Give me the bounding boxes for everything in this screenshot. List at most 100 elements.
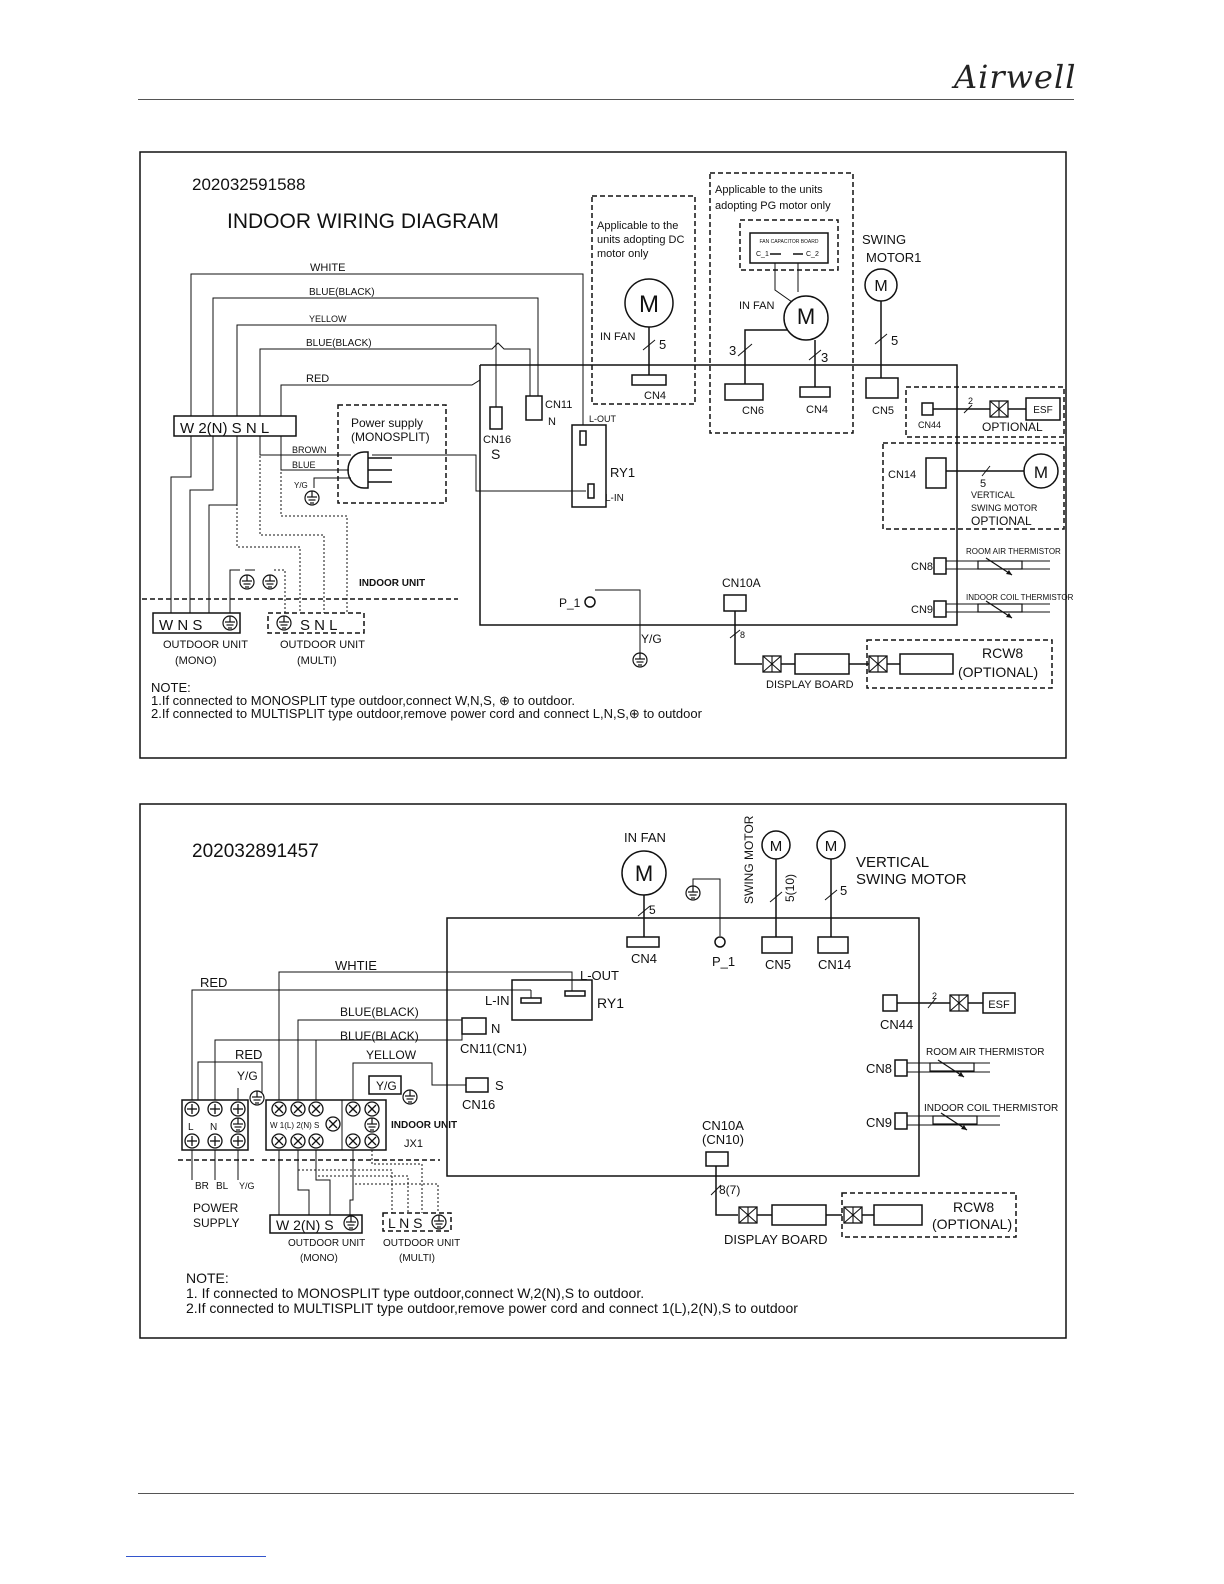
- svg-text:BLUE(BLACK): BLUE(BLACK): [340, 1005, 419, 1019]
- svg-text:WHTIE: WHTIE: [335, 958, 377, 973]
- cn16-connector-2: [465, 1077, 489, 1093]
- svg-text:S: S: [491, 446, 500, 462]
- svg-text:OUTDOOR UNIT: OUTDOOR UNIT: [163, 639, 248, 651]
- pg-fan-motor-icon: [783, 295, 829, 341]
- svg-text:W 2(N) S: W 2(N) S: [276, 1217, 334, 1233]
- svg-text:RY1: RY1: [597, 995, 624, 1011]
- svg-text:RY1: RY1: [610, 465, 635, 480]
- cn14-connector-2: [817, 936, 849, 954]
- svg-text:Y/G: Y/G: [294, 481, 308, 490]
- svg-text:Y/G: Y/G: [239, 1181, 255, 1191]
- svg-text:N: N: [210, 1122, 217, 1133]
- svg-text:CN8: CN8: [911, 561, 933, 573]
- outdoor-mono-terminal: [152, 612, 241, 634]
- cn10a-connector-2: [705, 1151, 729, 1167]
- rcw8-module: [899, 653, 954, 675]
- svg-text:JX1: JX1: [404, 1138, 423, 1150]
- svg-text:W 2(N) S N L: W 2(N) S N L: [180, 420, 269, 437]
- svg-text:YELLOW: YELLOW: [309, 314, 347, 324]
- cn5-connector: [865, 377, 899, 399]
- main-board-outline: [479, 364, 958, 626]
- cn6-connector: [724, 383, 764, 401]
- svg-text:5: 5: [980, 478, 986, 490]
- svg-text:RCW8: RCW8: [953, 1199, 994, 1215]
- svg-text:M: M: [825, 838, 838, 855]
- indoor-terminal-strip: [173, 415, 297, 437]
- svg-text:S: S: [495, 1078, 504, 1093]
- svg-text:Y/G: Y/G: [237, 1069, 258, 1083]
- svg-text:ESF: ESF: [1033, 405, 1052, 416]
- svg-text:INDOOR COIL THERMISTOR: INDOOR COIL THERMISTOR: [924, 1103, 1058, 1114]
- svg-text:CN5: CN5: [872, 405, 894, 417]
- svg-text:8: 8: [740, 630, 745, 640]
- svg-text:2: 2: [932, 991, 937, 1001]
- esf-module: [1025, 397, 1061, 421]
- svg-text:5: 5: [840, 883, 847, 898]
- svg-text:S N L: S N L: [300, 617, 338, 634]
- diagram-2-note-title: NOTE:: [186, 1270, 229, 1286]
- svg-text:(MULTI): (MULTI): [399, 1253, 435, 1264]
- svg-text:CN9: CN9: [911, 604, 933, 616]
- diagram-1: 202032591588 INDOOR WIRING DIAGRAM Appli…: [139, 151, 1074, 759]
- svg-text:W N S: W N S: [159, 617, 202, 634]
- svg-text:BLUE(BLACK): BLUE(BLACK): [306, 338, 372, 349]
- outdoor-multi-terminal: [267, 612, 365, 634]
- power-plug-icon: [347, 451, 369, 489]
- svg-text:M: M: [635, 861, 653, 886]
- svg-text:N: N: [548, 416, 556, 428]
- diagram-2-note-2: 2.If connected to MULTISPLIT type outdoo…: [186, 1300, 798, 1316]
- svg-text:(MULTI): (MULTI): [297, 655, 337, 667]
- svg-text:CN44: CN44: [918, 420, 941, 430]
- cn4-pg-connector: [799, 386, 831, 398]
- diagram-1-note-1: 1.If connected to MONOSPLIT type outdoor…: [151, 693, 575, 708]
- svg-text:L-OUT: L-OUT: [580, 968, 619, 983]
- svg-text:L-OUT: L-OUT: [589, 414, 617, 424]
- footer-link-underline[interactable]: [126, 1556, 266, 1557]
- cn11-connector: [525, 395, 543, 421]
- svg-text:Power supply(MONOSPLIT): Power supply(MONOSPLIT): [351, 416, 430, 444]
- diagram-1-frame: [139, 151, 1067, 759]
- svg-text:CN16: CN16: [462, 1097, 495, 1112]
- svg-text:M: M: [874, 278, 887, 295]
- svg-text:RED: RED: [200, 975, 227, 990]
- diagram-1-note-title: NOTE:: [151, 680, 191, 695]
- diagram-1-code: 202032591588: [192, 175, 305, 194]
- svg-text:RED: RED: [306, 373, 329, 385]
- diagram-1-note-2: 2.If connected to MULTISPLIT type outdoo…: [151, 706, 703, 721]
- svg-text:ROOM AIR THERMISTOR: ROOM AIR THERMISTOR: [926, 1047, 1045, 1058]
- svg-text:N: N: [491, 1021, 500, 1036]
- svg-text:3: 3: [821, 350, 828, 365]
- dc-motor-box: [591, 195, 696, 405]
- svg-text:5: 5: [649, 903, 656, 917]
- svg-text:L N S: L N S: [388, 1215, 423, 1231]
- svg-text:CN4: CN4: [806, 404, 828, 416]
- svg-text:CN14: CN14: [888, 469, 916, 481]
- svg-text:CN6: CN6: [742, 405, 764, 417]
- svg-text:INDOOR UNIT: INDOOR UNIT: [391, 1120, 457, 1131]
- rcw8-optional-box: [866, 639, 1053, 689]
- svg-text:BR: BR: [195, 1181, 209, 1192]
- svg-text:FAN CAPACITOR BOARD: FAN CAPACITOR BOARD: [760, 239, 819, 245]
- svg-text:BLUE: BLUE: [292, 460, 316, 470]
- cn5-connector-2: [761, 936, 793, 954]
- brand-logo: Airwell: [954, 58, 1077, 96]
- svg-text:INDOOR COIL THERMISTOR: INDOOR COIL THERMISTOR: [966, 593, 1074, 602]
- svg-text:Y/G: Y/G: [376, 1079, 397, 1093]
- fan-capacitor-board: [749, 232, 829, 264]
- svg-text:(MONO): (MONO): [175, 655, 217, 667]
- svg-text:ROOM AIR THERMISTOR: ROOM AIR THERMISTOR: [966, 547, 1061, 556]
- svg-text:OPTIONAL: OPTIONAL: [971, 514, 1032, 528]
- svg-text:3: 3: [729, 343, 736, 358]
- svg-text:2: 2: [968, 396, 973, 406]
- svg-text:BROWN: BROWN: [292, 445, 327, 455]
- cn9-connector: [933, 600, 947, 618]
- svg-text:IN FAN: IN FAN: [739, 300, 775, 312]
- svg-text:Y/G: Y/G: [641, 632, 662, 646]
- svg-text:P_1: P_1: [712, 954, 735, 969]
